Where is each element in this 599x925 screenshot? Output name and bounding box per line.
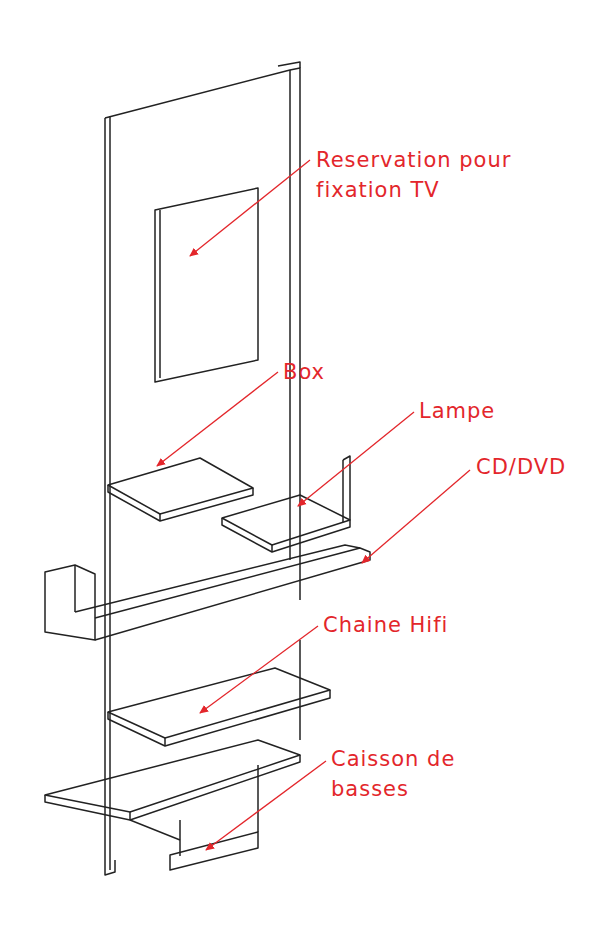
- callout-label: CD/DVD: [476, 452, 594, 482]
- leader-lines: [157, 160, 470, 850]
- callout-label: Box: [283, 357, 363, 387]
- callout-label: Reservation pour fixation TV: [316, 145, 586, 205]
- callout-label: Chaine Hifi: [323, 610, 523, 640]
- callout-label: Caisson de basses: [331, 744, 481, 804]
- callout-label: Lampe: [419, 396, 529, 426]
